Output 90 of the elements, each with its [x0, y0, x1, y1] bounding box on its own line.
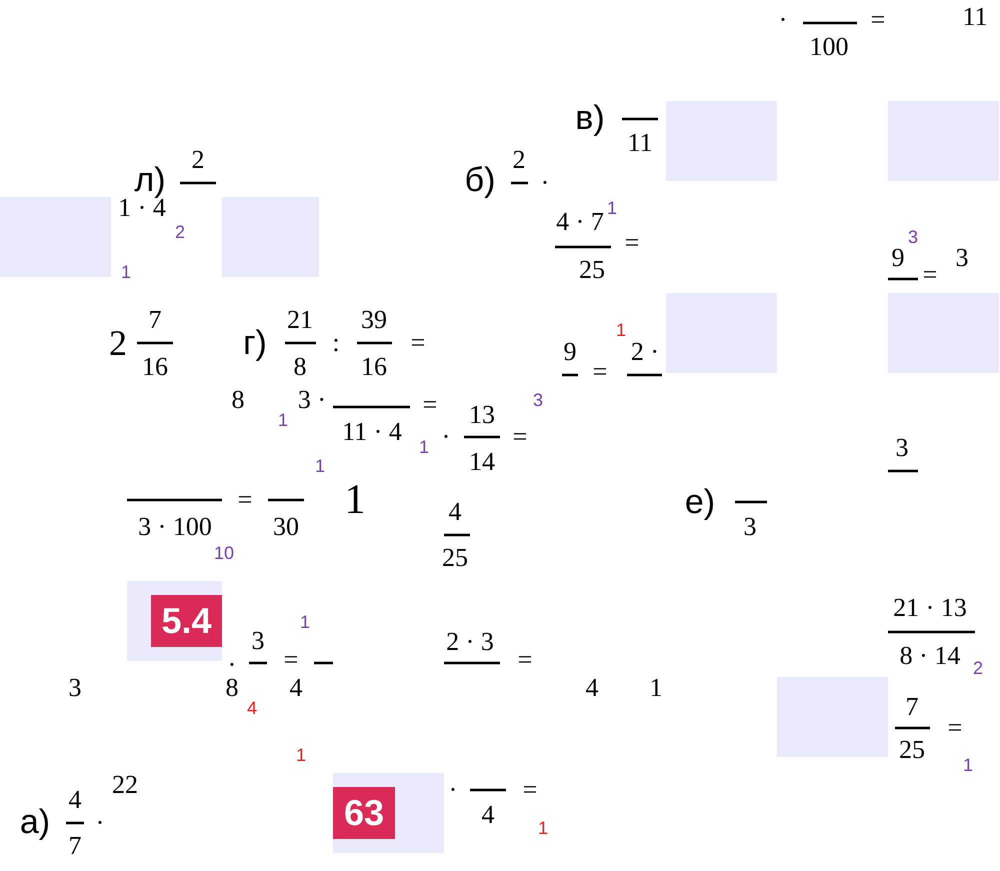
math-number: 2 [192, 147, 204, 173]
math-number: 21 · 13 [893, 595, 967, 621]
math-number: 25 [579, 257, 605, 283]
cancel-factor: 1 [300, 613, 310, 631]
math-number: 3 [896, 435, 908, 461]
math-number: 8 [294, 354, 306, 380]
item-letter: г) [243, 326, 267, 360]
math-number: 7 [68, 833, 82, 859]
number-badge: 63 [333, 787, 395, 839]
math-number: 22 [112, 772, 138, 798]
math-number: 3 [744, 514, 756, 540]
math-number: 3 [252, 628, 264, 654]
math-number: 14 [469, 449, 495, 475]
tile-background [127, 581, 222, 661]
math-number: 3 [956, 245, 968, 271]
math-number: 39 [361, 307, 387, 333]
item-letter: в) [575, 101, 605, 135]
math-number: · [448, 777, 458, 803]
math-number: · [442, 424, 450, 450]
cancel-factor: 10 [214, 544, 234, 562]
math-number: 2 · [630, 339, 660, 365]
math-number: 25 [442, 545, 468, 571]
tile-background [333, 773, 444, 853]
math-number: 25 [899, 737, 925, 763]
cancel-factor: 1 [419, 438, 429, 456]
item-letter: е) [684, 485, 716, 519]
math-number: 9 [564, 339, 576, 365]
math-number: 13 [469, 402, 495, 428]
math-number: 100 [810, 34, 848, 60]
cancel-factor: 3 [908, 228, 918, 246]
cancel-factor: 2 [973, 659, 983, 677]
math-number: 4 · 7 [556, 209, 604, 235]
cancel-factor: 1 [963, 756, 973, 774]
cancel-factor: 1 [538, 819, 548, 837]
cancel-factor: 1 [278, 411, 288, 429]
math-number: 11 [627, 130, 653, 156]
math-number: · [778, 7, 788, 33]
whole-number: 2 [109, 325, 127, 361]
math-number: = [870, 7, 886, 33]
cancel-factor: 1 [607, 199, 617, 217]
cancel-factor: 3 [533, 391, 543, 409]
number-badge: 5.4 [151, 595, 222, 647]
math-number: 30 [273, 514, 299, 540]
math-number: 16 [142, 354, 168, 380]
math-number: = [518, 647, 532, 673]
math-number: 4 [586, 675, 598, 701]
cancel-factor: 1 [121, 263, 131, 281]
whole-number: 1 [344, 479, 366, 521]
math-number: = [522, 777, 538, 803]
item-letter: л) [134, 163, 166, 197]
cancel-factor: 2 [175, 223, 185, 241]
math-number: 3 · [298, 387, 326, 413]
math-number: 8 [232, 387, 244, 413]
cancel-factor: 1 [296, 746, 306, 764]
math-number: = [284, 647, 298, 673]
math-number: 2 [512, 147, 526, 173]
math-number: = [238, 487, 252, 513]
math-number: 4 [290, 675, 302, 701]
math-number: · [540, 170, 550, 196]
math-number: 21 [287, 307, 313, 333]
math-number: 16 [361, 354, 387, 380]
math-number: 4 [482, 802, 494, 828]
math-number: 3 [68, 675, 82, 701]
math-number: = [512, 424, 528, 450]
item-letter: а) [20, 805, 50, 839]
math-number: = [592, 359, 608, 385]
math-number: : [332, 330, 340, 356]
cancel-factor: 1 [616, 321, 626, 339]
item-letter: б) [464, 163, 496, 197]
math-number: · [96, 810, 104, 836]
math-number: 3 · 100 [138, 514, 212, 540]
math-number: 11 · 4 [342, 419, 402, 445]
math-number: 8 [226, 675, 238, 701]
math-number: = [948, 715, 962, 741]
cancel-factor: 1 [315, 457, 325, 475]
math-number: 8 · 14 [900, 643, 960, 669]
math-number: 11 [962, 4, 988, 30]
math-number: = [624, 230, 640, 256]
math-number: 7 [148, 307, 162, 333]
math-number: 7 [906, 694, 918, 720]
math-number: 2 · 3 [446, 629, 494, 655]
math-number: = [410, 330, 426, 356]
cancel-factor: 4 [247, 699, 257, 717]
math-number: 9 [892, 245, 904, 271]
math-number: = [422, 392, 438, 418]
math-number: 4 [448, 499, 462, 525]
math-number: = [922, 262, 938, 288]
math-number: 1 [650, 675, 662, 701]
math-number: · [228, 652, 236, 678]
math-number: 4 [68, 787, 82, 813]
